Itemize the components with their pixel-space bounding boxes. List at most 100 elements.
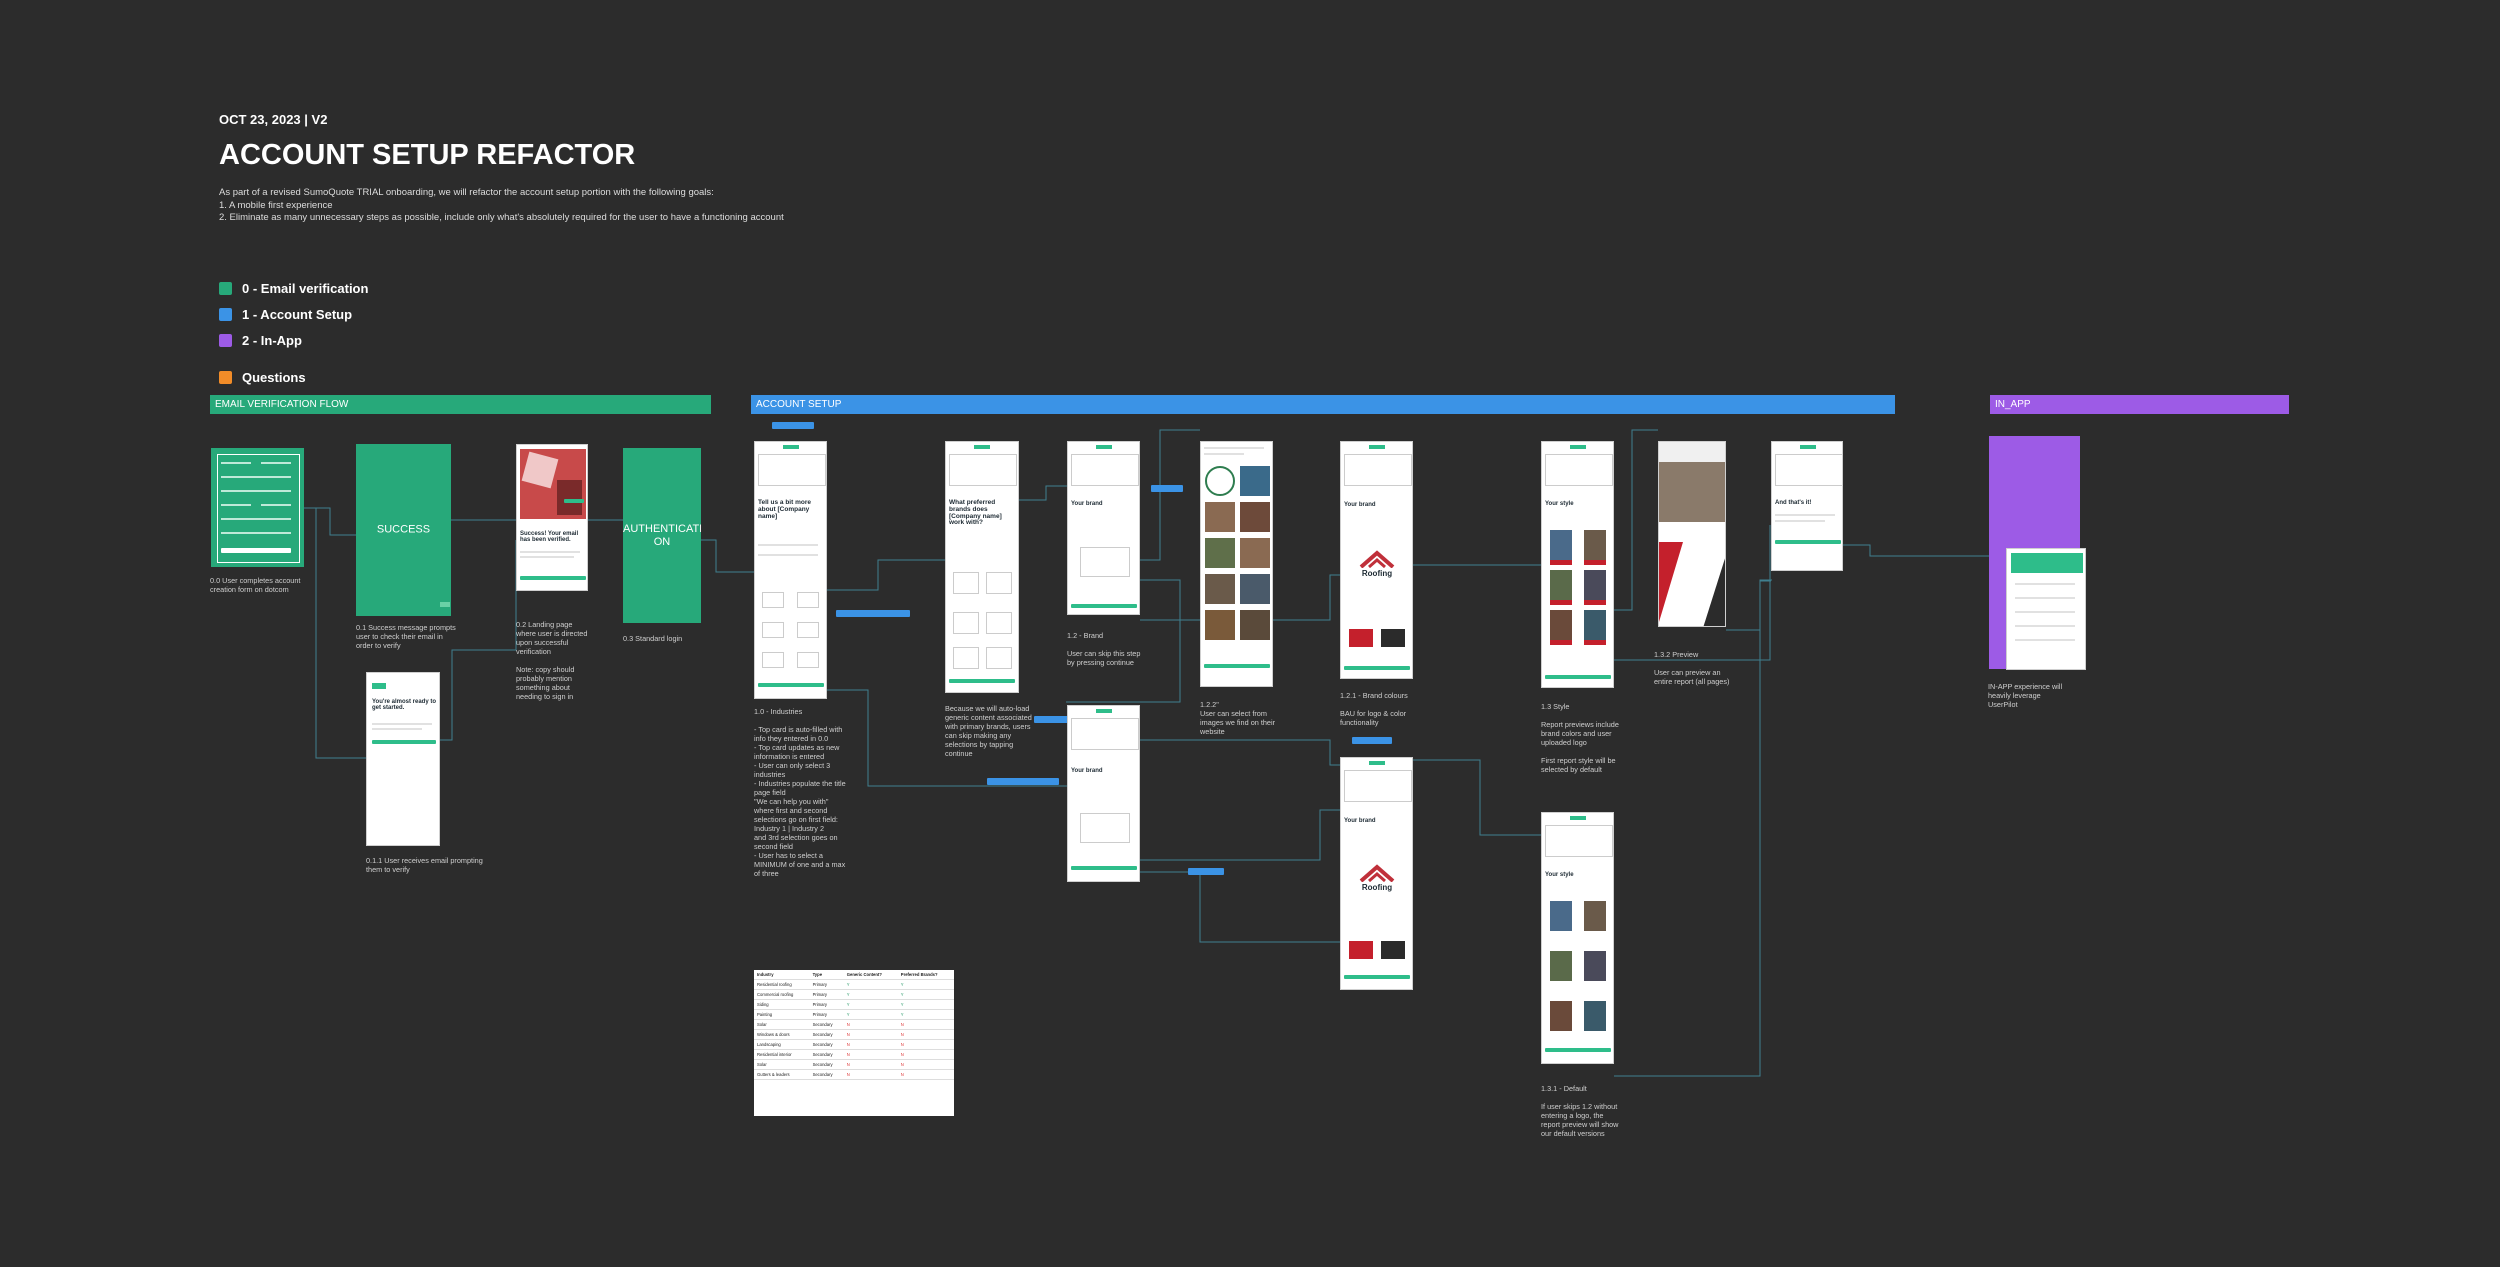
logo-upload-field[interactable]	[1080, 813, 1130, 843]
continue-button[interactable]	[1204, 664, 1270, 668]
form-submit-button[interactable]	[221, 548, 291, 553]
continue-button[interactable]	[949, 679, 1015, 683]
brand-tile[interactable]	[953, 612, 979, 634]
section-banner-inapp: IN_APP	[1990, 395, 2289, 414]
industries-heading: Tell us a bit more about [Company name]	[758, 499, 811, 520]
sign-in-button[interactable]	[520, 576, 586, 580]
caption-0-3: 0.3 Standard login	[623, 634, 683, 643]
connector-line	[1140, 739, 1340, 766]
industry-tile[interactable]	[797, 652, 819, 668]
report-preview[interactable]	[1550, 951, 1572, 981]
image-candidate[interactable]	[1205, 502, 1235, 532]
report-preview[interactable]	[1584, 530, 1606, 565]
section-banner-email: EMAIL VERIFICATION FLOW	[210, 395, 711, 414]
image-candidate[interactable]	[1205, 574, 1235, 604]
caption-inapp: IN-APP experience will heavily leverage …	[1988, 682, 2063, 709]
report-preview[interactable]	[1550, 530, 1572, 565]
image-candidate[interactable]	[1240, 502, 1270, 532]
image-candidate[interactable]	[1240, 610, 1270, 640]
primary-color-swatch[interactable]	[1349, 941, 1373, 959]
report-preview[interactable]	[1584, 570, 1606, 605]
step-tag	[1151, 485, 1183, 492]
screen-success: SUCCESS	[356, 444, 451, 616]
company-card	[1344, 454, 1412, 486]
report-preview[interactable]	[1550, 901, 1572, 931]
logo-icon	[1570, 445, 1586, 449]
body-line	[520, 551, 580, 553]
logo-upload-field[interactable]	[1080, 547, 1130, 577]
secondary-color-swatch[interactable]	[1381, 941, 1405, 959]
report-preview[interactable]	[1584, 1001, 1606, 1031]
connector-line	[1614, 429, 1658, 611]
intro-line: 1. A mobile first experience	[219, 199, 333, 211]
continue-button[interactable]	[1545, 1048, 1611, 1052]
table-cell: Primary	[809, 1009, 844, 1020]
table-cell: Y	[843, 989, 898, 1000]
industry-tile[interactable]	[797, 622, 819, 638]
table-cell: Solar	[754, 1019, 810, 1030]
industry-tile[interactable]	[762, 622, 784, 638]
image-candidate[interactable]	[1205, 538, 1235, 568]
continue-button[interactable]	[1071, 866, 1137, 870]
brands-heading: What preferred brands does [Company name…	[949, 499, 1002, 527]
brand-tile[interactable]	[953, 572, 979, 594]
connector-line	[1140, 809, 1340, 861]
hero-image-detail	[557, 480, 582, 515]
checklist-item[interactable]	[2015, 597, 2075, 599]
finish-button[interactable]	[1775, 540, 1841, 544]
roofing-wordmark: Roofing	[1361, 569, 1393, 578]
table-cell: Residential interior	[754, 1049, 810, 1060]
success-marker	[440, 602, 450, 607]
table-cell: Y	[843, 1009, 898, 1020]
report-preview[interactable]	[1584, 951, 1606, 981]
secondary-color-swatch[interactable]	[1381, 629, 1405, 647]
continue-button[interactable]	[1545, 675, 1611, 679]
continue-button[interactable]	[1344, 666, 1410, 670]
verify-button[interactable]	[372, 740, 436, 744]
table-cell: Commercial roofing	[754, 989, 810, 1000]
table-cell: Secondary	[809, 1019, 844, 1030]
continue-button[interactable]	[758, 683, 824, 687]
checklist-item[interactable]	[2015, 639, 2075, 641]
image-candidate[interactable]	[1240, 574, 1270, 604]
checklist-item[interactable]	[2015, 625, 2075, 627]
body-line	[520, 556, 574, 558]
report-preview[interactable]	[1550, 570, 1572, 605]
company-card	[1071, 718, 1139, 750]
report-preview[interactable]	[1584, 901, 1606, 931]
checklist-item[interactable]	[2015, 583, 2075, 585]
caption-1-3: 1.3 Style Report previews include brand …	[1541, 702, 1619, 774]
continue-button[interactable]	[1344, 975, 1410, 979]
legend-item-email: 0 - Email verification	[219, 275, 368, 301]
connector-line	[701, 539, 754, 573]
screen-brand-colours-alt: Your brand Roofing	[1340, 757, 1413, 990]
image-candidate[interactable]	[1240, 538, 1270, 568]
continue-button[interactable]	[1071, 604, 1137, 608]
screen-report-preview	[1658, 441, 1726, 627]
image-candidate[interactable]	[1240, 466, 1270, 496]
checklist-item[interactable]	[2015, 611, 2075, 613]
table-cell: N	[843, 1059, 898, 1070]
industry-tile[interactable]	[762, 652, 784, 668]
logo-candidate[interactable]	[1205, 466, 1235, 496]
report-preview[interactable]	[1550, 610, 1572, 645]
image-candidate[interactable]	[1205, 610, 1235, 640]
report-preview[interactable]	[1550, 1001, 1572, 1031]
report-preview[interactable]	[1584, 610, 1606, 645]
checklist-header	[2011, 553, 2083, 573]
connector-line	[1614, 579, 1772, 1077]
table-cell: N	[843, 1019, 898, 1030]
brand-tile[interactable]	[953, 647, 979, 669]
primary-color-swatch[interactable]	[1349, 629, 1373, 647]
brand-tile[interactable]	[986, 612, 1012, 634]
brand-tile[interactable]	[986, 572, 1012, 594]
industry-tile[interactable]	[797, 592, 819, 608]
industry-tile[interactable]	[762, 592, 784, 608]
table-cell: Residential roofing	[754, 979, 810, 990]
logo-icon	[1369, 445, 1385, 449]
body-line	[1204, 447, 1264, 449]
brand-tile[interactable]	[986, 647, 1012, 669]
